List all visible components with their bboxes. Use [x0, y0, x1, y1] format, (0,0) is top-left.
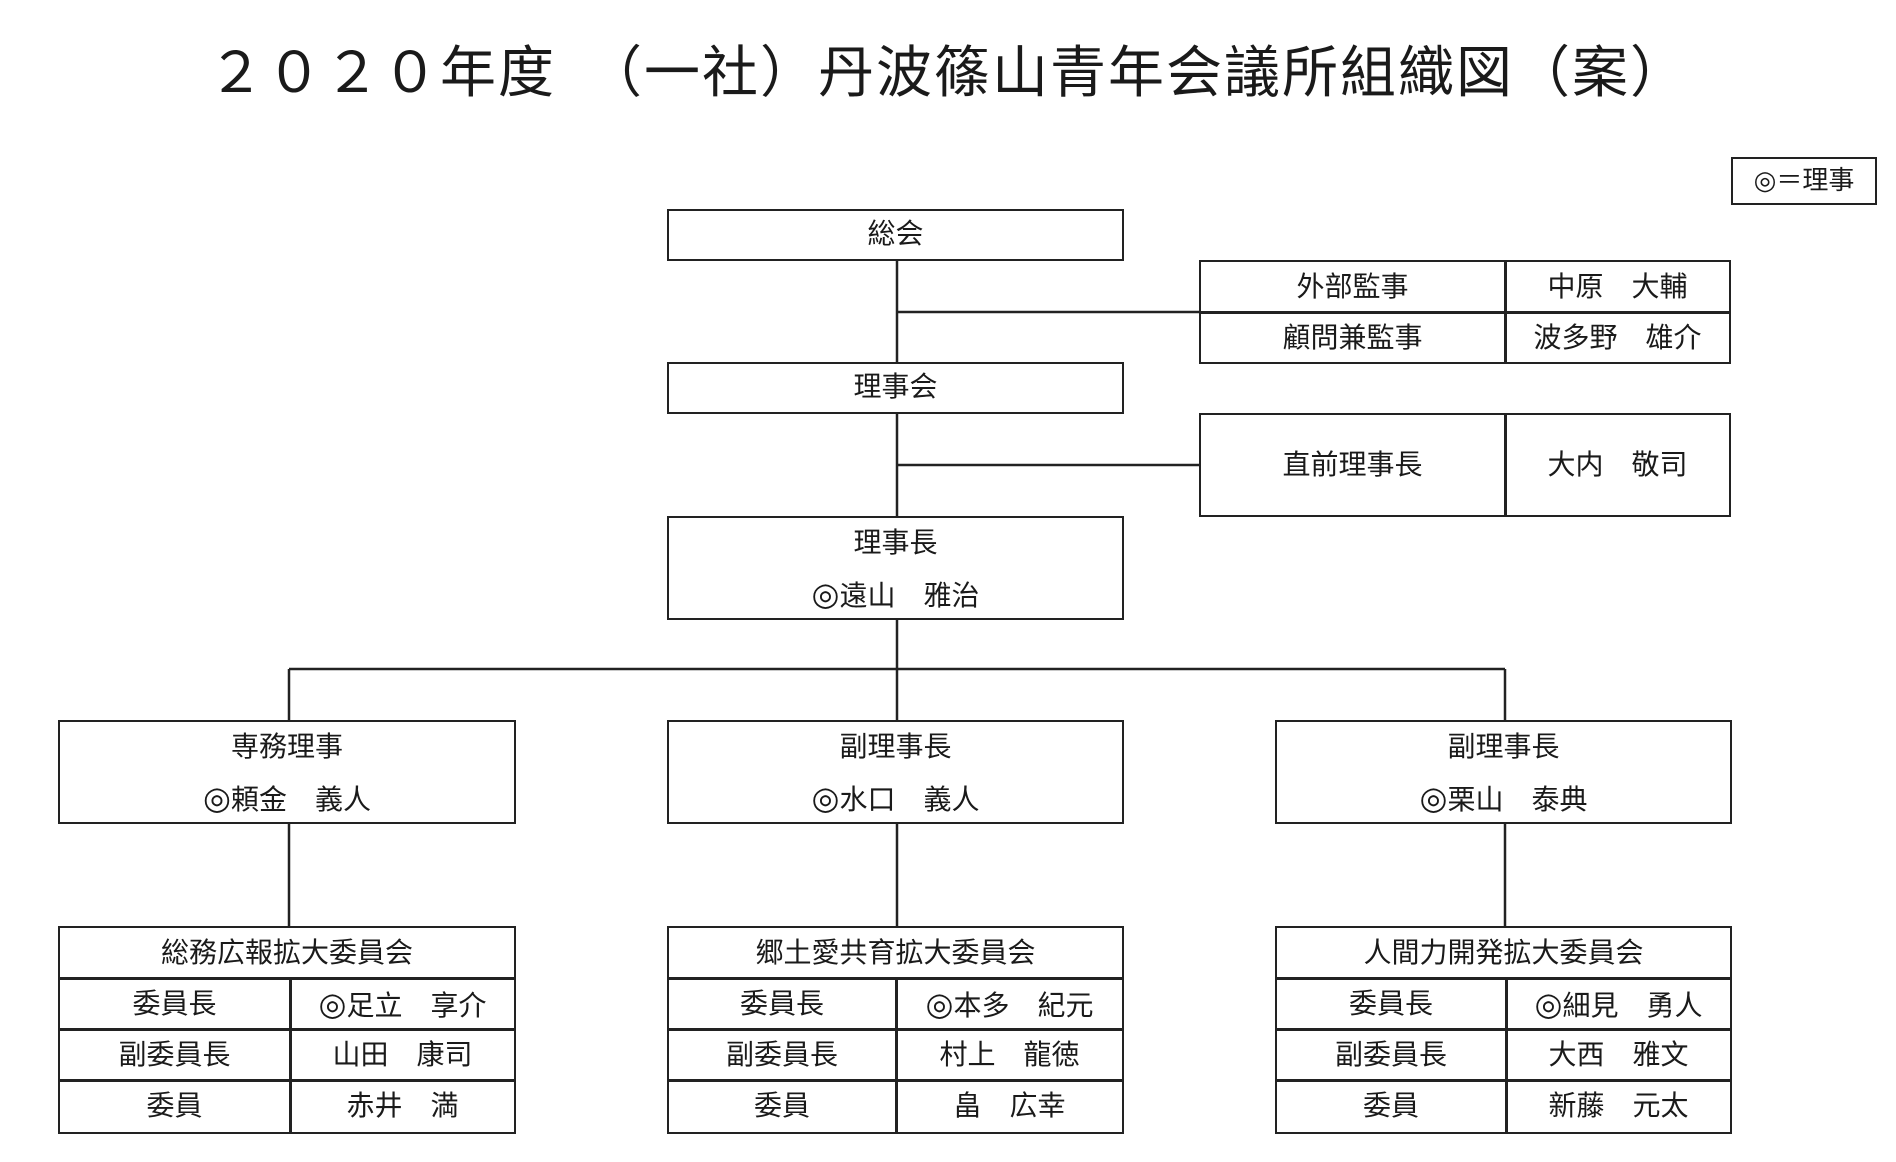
director-mark-icon: ◎: [203, 779, 231, 817]
committee-role: 委員長: [1348, 987, 1433, 1020]
officer-role: 副理事長: [839, 730, 952, 763]
committee-role: 委員: [1362, 1089, 1419, 1122]
committee-member: 新藤 元太: [1548, 1089, 1689, 1122]
committee-member: 村上 龍徳: [939, 1038, 1080, 1071]
board-label: 理事会: [853, 370, 938, 403]
officer-box: 専務理事 ◎頼金 義人: [58, 720, 516, 824]
committee-role: 委員: [146, 1089, 203, 1122]
officer-name: 頼金 義人: [230, 783, 371, 816]
auditor-name: 中原 大輔: [1547, 270, 1688, 303]
committee-member: 赤井 満: [346, 1089, 459, 1122]
past-president-table: 直前理事長 大内 敬司: [1199, 413, 1731, 517]
committee-role: 委員長: [132, 987, 217, 1020]
officer-name: 水口 義人: [839, 783, 980, 816]
committee-member: 山田 康司: [332, 1038, 473, 1071]
member-name: 足立 享介: [346, 989, 487, 1022]
general-meeting-box: 総会: [667, 209, 1124, 261]
committee-role: 副委員長: [118, 1038, 231, 1071]
committee-name: 総務広報拡大委員会: [160, 936, 413, 969]
officer-name: 栗山 泰典: [1447, 783, 1588, 816]
director-mark-icon: ◎: [811, 575, 840, 613]
auditor-role: 顧問兼監事: [1282, 321, 1423, 354]
auditors-table: 外部監事 中原 大輔 顧問兼監事 波多野 雄介: [1199, 260, 1731, 364]
committee-name: 郷土愛共育拡大委員会: [755, 936, 1036, 969]
president-role: 理事長: [853, 526, 938, 559]
officer-box: 副理事長 ◎水口 義人: [667, 720, 1124, 824]
officer-role: 専務理事: [230, 730, 343, 763]
committee-member: 畠 広幸: [953, 1089, 1066, 1122]
committee-member: ◎本多 紀元: [897, 979, 1122, 1029]
committee-role: 委員: [753, 1089, 810, 1122]
committee-table: 郷土愛共育拡大委員会 委員長 ◎本多 紀元 副委員長 村上 龍徳 委員 畠 広幸: [667, 926, 1124, 1134]
president-box: 理事長 ◎遠山 雅治: [667, 516, 1124, 620]
auditor-role: 外部監事: [1296, 270, 1409, 303]
director-mark-icon: ◎: [1419, 779, 1448, 817]
committee-member: 大西 雅文: [1548, 1038, 1689, 1071]
past-president-role: 直前理事長: [1282, 448, 1423, 481]
president-name: 遠山 雅治: [839, 579, 980, 612]
officer-role: 副理事長: [1447, 730, 1560, 763]
committee-role: 委員長: [739, 987, 824, 1020]
committee-member: ◎細見 勇人: [1507, 979, 1730, 1029]
committee-member: ◎足立 享介: [291, 979, 514, 1029]
past-president-name: 大内 敬司: [1547, 448, 1688, 481]
officer-box: 副理事長 ◎栗山 泰典: [1275, 720, 1732, 824]
board-box: 理事会: [667, 362, 1124, 414]
chart-title: ２０２０年度 （一社）丹波篠山青年会議所組織図（案）: [208, 41, 1688, 106]
director-mark-icon: ◎: [1534, 985, 1563, 1023]
committee-role: 副委員長: [1334, 1038, 1447, 1071]
committee-role: 副委員長: [725, 1038, 838, 1071]
director-mark-icon: ◎: [811, 779, 840, 817]
director-mark-icon: ◎: [318, 985, 347, 1023]
member-name: 本多 紀元: [953, 989, 1094, 1022]
committee-table: 人間力開発拡大委員会 委員長 ◎細見 勇人 副委員長 大西 雅文 委員 新藤 元…: [1275, 926, 1732, 1134]
auditor-name: 波多野 雄介: [1533, 321, 1702, 354]
general-meeting-label: 総会: [867, 217, 924, 250]
legend: ◎＝理事: [1731, 157, 1877, 205]
committee-table: 総務広報拡大委員会 委員長 ◎足立 享介 副委員長 山田 康司 委員 赤井 満: [58, 926, 516, 1134]
director-mark-icon: ◎: [925, 985, 954, 1023]
member-name: 細見 勇人: [1562, 989, 1703, 1022]
committee-name: 人間力開発拡大委員会: [1363, 936, 1644, 969]
